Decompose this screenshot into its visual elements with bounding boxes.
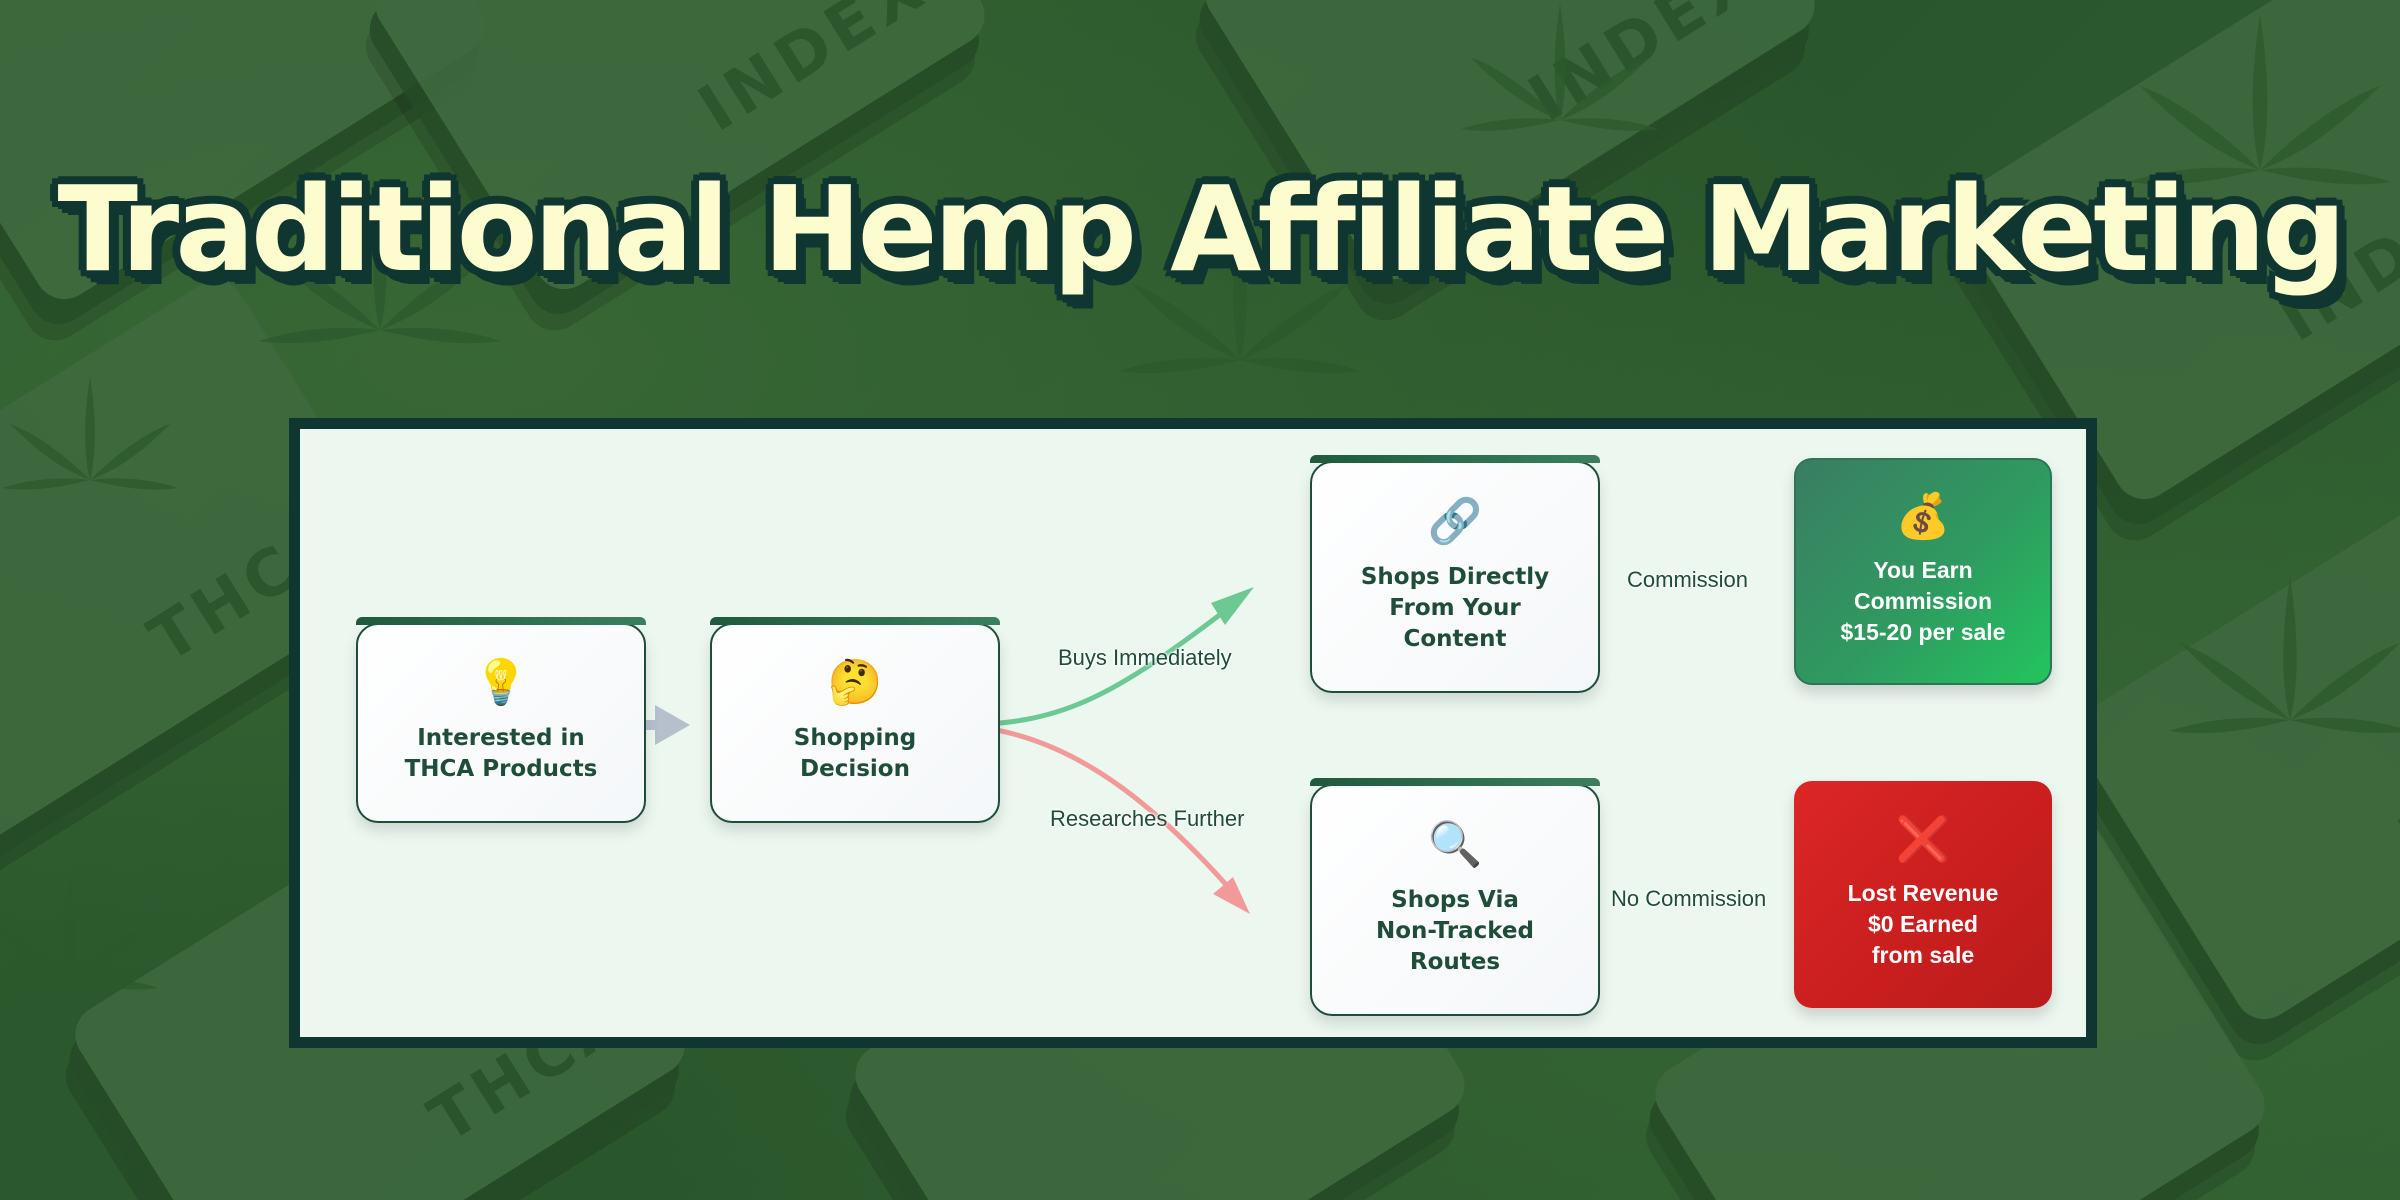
node-label: Shops Via Non-Tracked Routes xyxy=(1376,886,1534,975)
edge-label-researches-further: Researches Further xyxy=(1050,806,1245,831)
result-label: Lost Revenue $0 Earned from sale xyxy=(1847,880,1999,968)
thinking-face-icon: 🤔 xyxy=(827,657,883,708)
node-shops-non-tracked: 🔍 Shops Via Non-Tracked Routes xyxy=(1310,778,1600,1016)
edge-label-buys-immediately: Buys Immediately xyxy=(1058,645,1232,670)
flow-diagram-canvas: 💡 Interested in THCA Products 🤔 Shopping… xyxy=(300,429,2086,1037)
page-title: Traditional Hemp Affiliate Marketing xyxy=(57,160,2346,298)
edge-label-commission: Commission xyxy=(1627,567,1749,592)
node-shops-directly: 🔗 Shops Directly From Your Content xyxy=(1310,455,1600,693)
flow-diagram-panel: 💡 Interested in THCA Products 🤔 Shopping… xyxy=(289,418,2097,1048)
cross-mark-icon: ❌ xyxy=(1895,814,1951,865)
result-earn-commission: 💰 You Earn Commission $15-20 per sale xyxy=(1794,458,2052,685)
node-label: Shopping Decision xyxy=(793,725,917,782)
edge-interested-to-decision xyxy=(643,705,690,745)
link-icon: 🔗 xyxy=(1427,495,1483,547)
edge-label-no-commission: No Commission xyxy=(1611,886,1767,911)
node-shopping-decision: 🤔 Shopping Decision xyxy=(710,617,1000,823)
result-label: You Earn Commission $15-20 per sale xyxy=(1840,557,2006,645)
magnifying-glass-icon: 🔍 xyxy=(1427,818,1483,870)
result-lost-revenue: ❌ Lost Revenue $0 Earned from sale xyxy=(1794,781,2052,1008)
money-bag-icon: 💰 xyxy=(1895,491,1951,542)
node-interested-in-thca: 💡 Interested in THCA Products xyxy=(356,617,646,823)
node-label: Shops Directly From Your Content xyxy=(1360,563,1550,652)
light-bulb-icon: 💡 xyxy=(473,657,529,708)
node-label: Interested in THCA Products xyxy=(404,725,598,782)
